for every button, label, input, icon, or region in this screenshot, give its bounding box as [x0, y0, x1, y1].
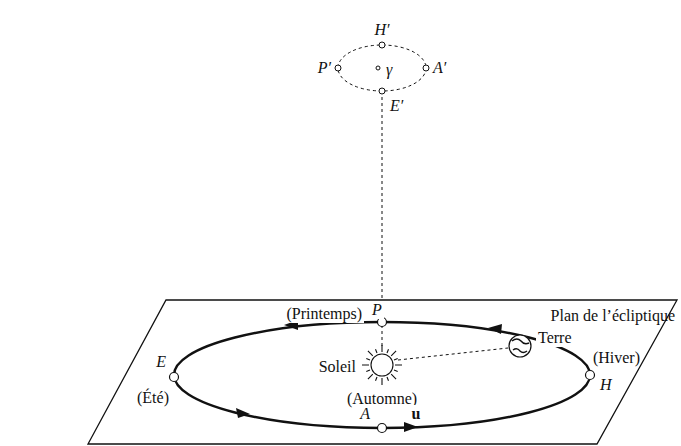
point-marker — [335, 65, 341, 71]
point-label: E′ — [388, 97, 405, 115]
sun-symbol — [362, 345, 402, 385]
point-marker — [423, 65, 429, 71]
point-label: E — [156, 353, 166, 371]
point-label: P — [370, 301, 384, 319]
point-marker — [170, 373, 179, 382]
point-marker — [586, 371, 595, 380]
season-label: (Automne) — [345, 390, 419, 408]
season-label: (Été) — [137, 389, 169, 407]
orbit-arrow — [488, 324, 502, 334]
projected-orbit — [338, 45, 426, 91]
point-label: A′ — [433, 59, 446, 77]
sun-earth-line — [398, 348, 508, 360]
orbit-arrow — [236, 408, 250, 418]
body-label: Soleil — [317, 358, 358, 376]
point-label: H — [600, 376, 612, 394]
body-label: Terre — [536, 329, 574, 347]
season-label: (Hiver) — [593, 349, 640, 367]
point-label: A — [358, 405, 372, 423]
point-label: γ — [386, 61, 392, 79]
point-label: H′ — [374, 21, 389, 39]
plane-label: Plan de l’écliptique — [551, 307, 675, 325]
point-marker — [379, 42, 385, 48]
season-label: (Printemps) — [284, 305, 364, 323]
orbit-arrow — [404, 422, 418, 432]
point-label: P′ — [318, 59, 331, 77]
point-marker — [379, 88, 385, 94]
point-marker — [378, 318, 387, 327]
point-marker — [378, 424, 387, 433]
vector-label: u — [410, 405, 423, 423]
earth-symbol — [509, 335, 531, 357]
ecliptic-plane — [88, 300, 677, 444]
point-marker — [376, 66, 380, 70]
